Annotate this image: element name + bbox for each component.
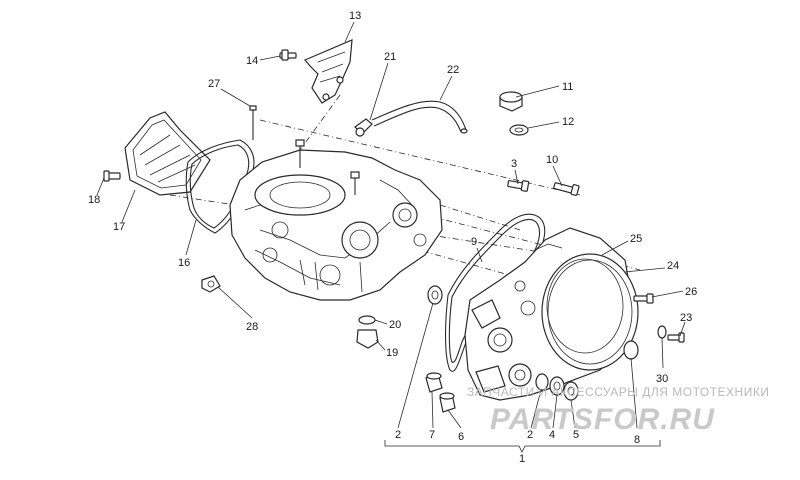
- oil-seals: [425, 285, 639, 413]
- callout-23: 23: [680, 312, 692, 324]
- callout-10: 10: [546, 154, 558, 166]
- callout-26: 26: [685, 286, 697, 298]
- callout-24: 24: [667, 260, 679, 272]
- washer-screw-23-30: [657, 325, 685, 343]
- watermark: ЗАПЧАСТИ И АКСЕССУАРЫ ДЛЯ МОТОТЕХНИКИ PA…: [467, 385, 769, 436]
- screws-3-10: [507, 180, 580, 196]
- callout-7: 7: [429, 429, 435, 441]
- callout-28: 28: [246, 321, 258, 333]
- callout-9: 9: [471, 236, 477, 248]
- callout-19: 19: [386, 347, 398, 359]
- callout-14: 14: [246, 55, 258, 67]
- chain-guard-bracket: [279, 39, 353, 104]
- callout-25: 25: [630, 233, 642, 245]
- callout-1: 1: [519, 453, 525, 465]
- callout-11: 11: [562, 81, 573, 93]
- callout-22: 22: [447, 64, 459, 76]
- filler-cap: [499, 91, 529, 136]
- callout-3: 3: [511, 158, 517, 170]
- callout-30: 30: [656, 373, 668, 385]
- crankcase: [229, 139, 443, 301]
- clip-28: [201, 275, 221, 293]
- callout-labels: 13 14 21 22 27 11 12 18 17 3 10 9 25 24 …: [88, 10, 697, 465]
- callout-4: 4: [549, 429, 555, 441]
- callout-12: 12: [562, 116, 574, 128]
- bolt-27: [249, 105, 257, 140]
- callout-16: 16: [178, 257, 190, 269]
- callout-13: 13: [349, 10, 361, 22]
- callout-20: 20: [389, 319, 401, 331]
- leader-lines: [96, 21, 686, 453]
- right-cover: [464, 227, 639, 401]
- callout-8: 8: [634, 434, 640, 446]
- hose-and-fitting: [354, 100, 468, 137]
- callout-6: 6: [458, 431, 464, 443]
- callout-2-right: 2: [527, 429, 533, 441]
- callout-2-left: 2: [395, 429, 401, 441]
- watermark-caption: ЗАПЧАСТИ И АКСЕССУАРЫ ДЛЯ МОТОТЕХНИКИ: [467, 385, 769, 399]
- screw-26: [633, 293, 654, 304]
- callout-18: 18: [88, 194, 100, 206]
- callout-17: 17: [113, 221, 125, 233]
- callout-21: 21: [384, 51, 396, 63]
- callout-27: 27: [208, 78, 220, 90]
- drain-plug: [356, 315, 379, 349]
- watermark-logo: PARTSFOR.RU: [490, 403, 715, 436]
- callout-5: 5: [573, 429, 579, 441]
- left-cover: [103, 111, 211, 196]
